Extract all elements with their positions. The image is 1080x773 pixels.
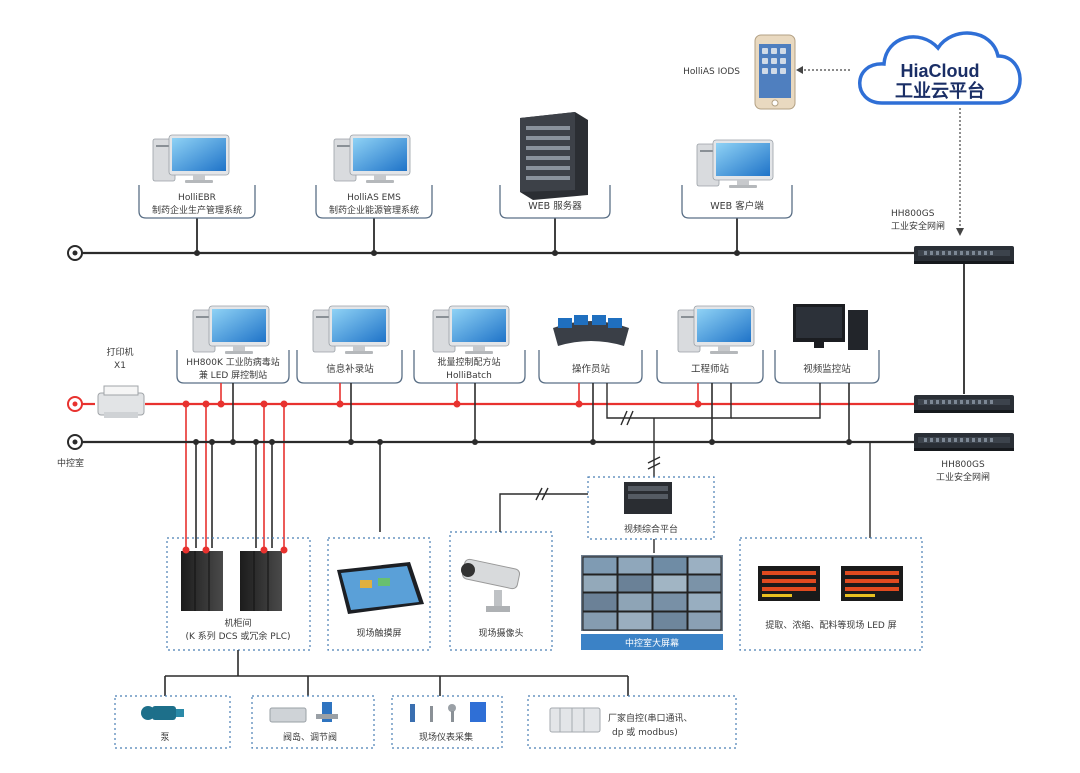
- gateway-bottom: HH800GS 工业安全网闸: [914, 395, 1014, 483]
- printer-id: X1: [114, 361, 126, 371]
- switch-icon: [914, 246, 1014, 264]
- video-wall-icon: [582, 556, 722, 631]
- ebr-name: HolliEBR: [178, 193, 216, 203]
- computer-icon: [312, 305, 390, 355]
- operator-station-label: 操作员站: [572, 363, 611, 375]
- computer-icon: [432, 305, 510, 355]
- valve-icon: [269, 702, 338, 723]
- field-instrument: 现场仪表采集: [391, 695, 503, 749]
- printer: 打印机 X1: [97, 346, 145, 418]
- gateway-top-name: 工业安全网闸: [891, 220, 945, 232]
- video-links: [606, 383, 871, 538]
- ebr-desc: 制药企业生产管理系统: [152, 204, 242, 216]
- console-desk-icon: [553, 315, 629, 346]
- gateway-top: HH800GS 工业安全网闸: [891, 209, 1014, 264]
- station-info: 信息补录站: [296, 305, 403, 384]
- field-valve: 阀岛、调节阀: [251, 695, 375, 749]
- ems-name: HolliAS EMS: [347, 193, 401, 203]
- station-video: 视频监控站: [774, 304, 880, 384]
- node-hollias-ems: HolliAS EMS 制药企业能源管理系统: [315, 134, 433, 219]
- hh800k-line2: 兼 LED 屏控制站: [199, 369, 267, 381]
- field-links: [164, 650, 629, 696]
- printer-icon: [97, 385, 145, 418]
- led-display-icon: [758, 566, 903, 601]
- video-platform-box: 视频综合平台: [587, 476, 715, 540]
- camera-label: 现场摄像头: [478, 627, 523, 639]
- gateway-bottom-name: 工业安全网闸: [936, 471, 990, 483]
- node-web-client: WEB 客户端: [681, 139, 793, 219]
- switch-icon: [914, 395, 1014, 413]
- top-bus: [67, 218, 918, 261]
- station-engineer: 工程师站: [656, 305, 764, 384]
- dark-bus: 中控室: [57, 383, 918, 548]
- cabinet-room: 机柜间 (K 系列 DCS 或冗余 PLC): [166, 537, 311, 651]
- hh800k-line1: HH800K 工业防病毒站: [186, 356, 279, 368]
- video-platform-label: 视频综合平台: [624, 523, 678, 535]
- station-hh800k: HH800K 工业防病毒站 兼 LED 屏控制站: [176, 305, 290, 384]
- cabinet-icon: [181, 551, 282, 611]
- control-room-label: 中控室: [57, 457, 84, 469]
- batch-line2: HolliBatch: [446, 371, 492, 381]
- cloud-icon: [858, 31, 1022, 105]
- cloud-platform: HiaCloud 工业云平台: [858, 31, 1022, 105]
- engineer-station-label: 工程师站: [691, 363, 730, 375]
- monitor-tower-icon: [793, 304, 868, 350]
- printer-label: 打印机: [106, 346, 133, 358]
- computer-icon: [696, 139, 774, 189]
- camera-icon: [461, 558, 521, 612]
- iods-phone: HolliAS IODS: [683, 34, 796, 110]
- video-platform-icon: [624, 482, 672, 514]
- camera-box: 现场摄像头: [449, 531, 553, 651]
- valve-label: 阀岛、调节阀: [283, 731, 337, 743]
- gateway-top-model: HH800GS: [891, 209, 935, 219]
- led-screen-label: 提取、浓缩、配料等现场 LED 屏: [765, 619, 896, 631]
- gateway-bottom-model: HH800GS: [941, 460, 985, 470]
- touch-screen-icon: [337, 562, 424, 614]
- iods-label: HolliAS IODS: [683, 67, 740, 77]
- web-client-label: WEB 客户端: [710, 200, 764, 212]
- node-web-server: WEB 服务器: [499, 112, 611, 219]
- server-rack-icon: [520, 112, 588, 200]
- vendor-line2: dp 或 modbus): [612, 726, 678, 738]
- led-screen-box: 提取、浓缩、配料等现场 LED 屏: [739, 537, 923, 651]
- plc-module-icon: [549, 707, 601, 733]
- field-vendor: 厂家自控(串口通讯、 dp 或 modbus): [527, 695, 737, 749]
- ems-desc: 制药企业能源管理系统: [329, 204, 419, 216]
- red-bus: [67, 383, 918, 548]
- pump-label: 泵: [160, 732, 169, 743]
- computer-icon: [333, 134, 411, 184]
- web-server-label: WEB 服务器: [528, 200, 582, 212]
- batch-line1: 批量控制配方站: [437, 356, 500, 368]
- station-batch: 批量控制配方站 HolliBatch: [413, 305, 526, 384]
- station-operator: 操作员站: [538, 315, 643, 384]
- big-screen-box: 中控室大屏幕: [581, 555, 723, 650]
- video-station-label: 视频监控站: [803, 363, 851, 375]
- cabinet-label: 机柜间: [224, 617, 251, 629]
- pump-icon: [141, 706, 184, 720]
- info-station-label: 信息补录站: [326, 363, 374, 375]
- node-holliebr: HolliEBR 制药企业生产管理系统: [138, 134, 256, 219]
- instrument-label: 现场仪表采集: [419, 731, 473, 743]
- cloud-title: HiaCloud: [901, 61, 980, 81]
- switch-icon: [914, 433, 1014, 451]
- computer-icon: [152, 134, 230, 184]
- instrument-icon: [410, 702, 486, 722]
- vendor-line1: 厂家自控(串口通讯、: [608, 712, 693, 724]
- touch-screen-label: 现场触摸屏: [356, 627, 401, 639]
- big-screen-label: 中控室大屏幕: [625, 637, 679, 649]
- computer-icon: [677, 305, 755, 355]
- cabinet-desc: (K 系列 DCS 或冗余 PLC): [185, 630, 290, 642]
- field-pump: 泵: [114, 695, 231, 749]
- cloud-subtitle: 工业云平台: [895, 80, 985, 101]
- touch-screen-box: 现场触摸屏: [327, 537, 431, 651]
- computer-icon: [192, 305, 270, 355]
